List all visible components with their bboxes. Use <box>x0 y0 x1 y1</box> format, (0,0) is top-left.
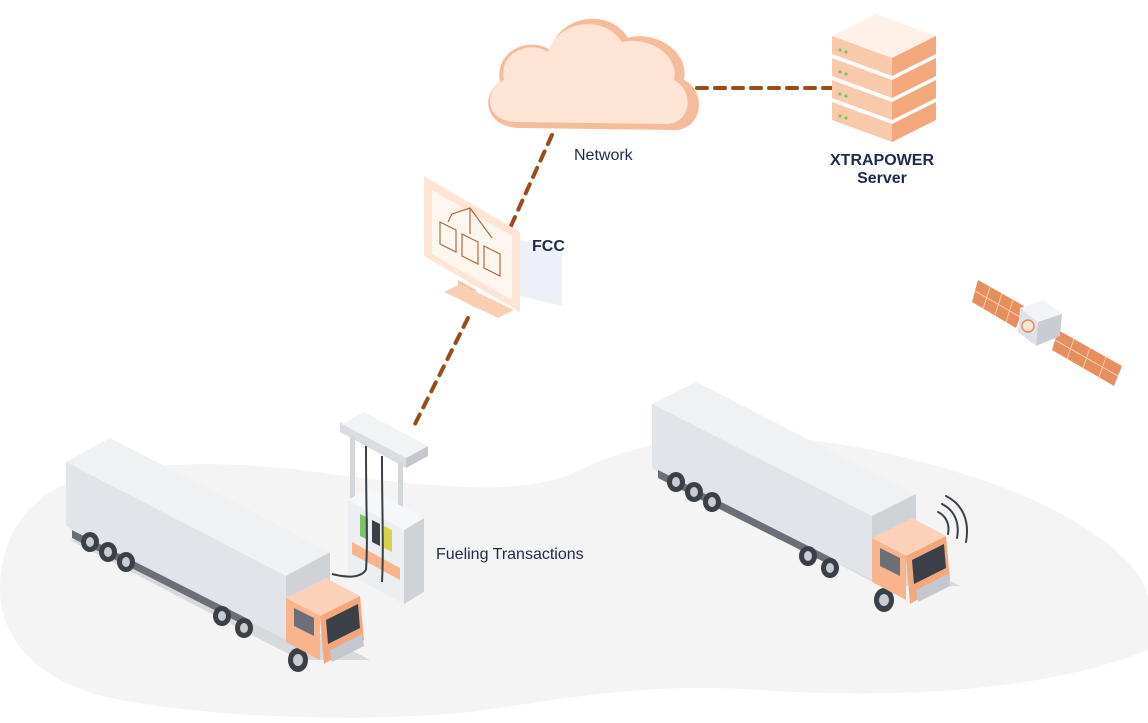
truck-icon <box>652 382 960 612</box>
link-cloud-fcc <box>508 133 554 230</box>
truck-icon <box>66 438 370 672</box>
network-label: Network <box>574 147 633 164</box>
satellite-icon <box>972 280 1122 386</box>
fcc-label: FCC <box>532 238 565 255</box>
server-label-line2: Server <box>857 170 907 187</box>
server-label-line1: XTRAPOWER <box>830 152 934 169</box>
server-label: XTRAPOWER Server <box>826 152 938 188</box>
connection-links <box>410 86 834 432</box>
monitor-icon <box>424 176 562 318</box>
fuel-pump-icon <box>331 412 428 604</box>
link-fcc-pump <box>410 316 470 432</box>
server-rack-icon <box>832 14 936 142</box>
fueling-transactions-label: Fueling Transactions <box>436 546 584 563</box>
cloud-icon <box>488 18 699 130</box>
signal-waves-icon <box>937 495 968 543</box>
